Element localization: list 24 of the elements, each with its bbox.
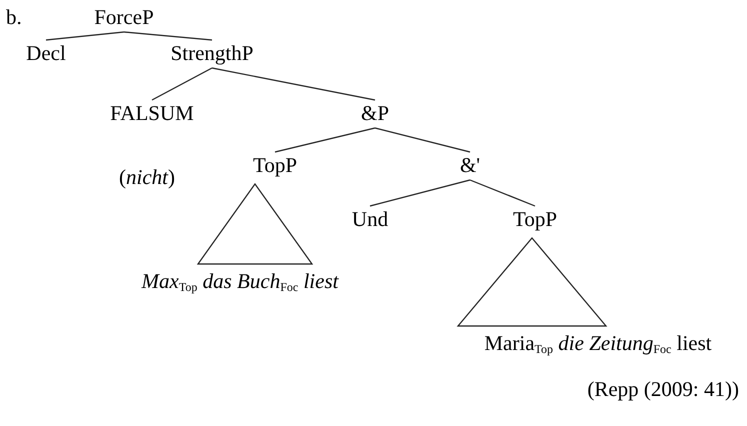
triangle-branch [456,237,608,327]
branch-line [212,67,376,101]
annotation-text: (nicht) [119,164,175,190]
example-number: b. [6,4,22,30]
branch-line [374,127,470,153]
branch-line [470,179,536,207]
node-label: FALSUM [110,100,194,126]
branch-line [152,67,212,101]
node-label: ForceP [94,4,154,30]
branch-line [46,31,124,41]
node-label: Und [352,206,388,232]
node-label: &P [361,100,389,126]
branch-line [274,127,376,153]
branch-line [370,179,470,207]
terminal-string: Maria$_{Top}$ die Zeitung$_{Foc}$ liest [484,330,712,356]
triangle-branch [196,182,314,265]
node-label: StrengthP [170,40,254,66]
node-label: Decl [26,40,66,66]
branch-line [124,31,212,41]
node-label: TopP [252,152,298,178]
node-label: &' [460,152,480,178]
node-label: TopP [512,206,558,232]
terminal-string: Max$_{Top}$ das Buch$_{Foc}$ liest [142,268,338,294]
source-citation: (Repp (2009: 41)) [587,376,739,402]
